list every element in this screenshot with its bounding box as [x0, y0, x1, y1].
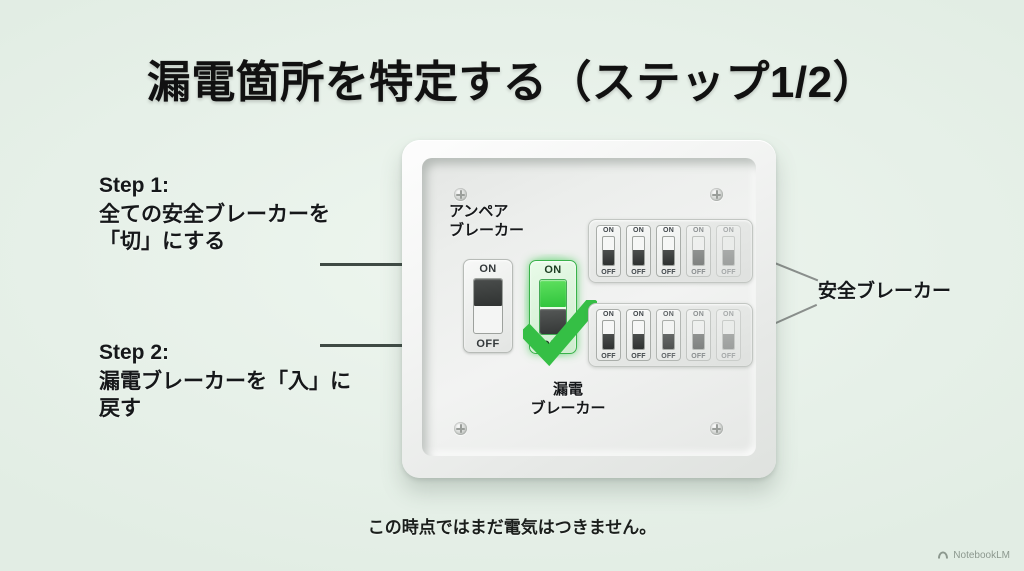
safety-breaker-switch-bottom-4[interactable]: ON OFF: [686, 309, 711, 361]
leakage-breaker-label-line1: 漏電: [552, 381, 583, 398]
safety-breaker-on-label: ON: [723, 311, 734, 318]
screw-icon-top-right: [710, 188, 723, 201]
safety-breaker-track: [632, 320, 645, 350]
safety-breaker-off-label: OFF: [721, 353, 736, 360]
safety-breaker-on-label: ON: [663, 311, 674, 318]
leakage-breaker-label: 漏電 ブレーカー: [509, 381, 627, 419]
safety-breaker-switch-bottom-3[interactable]: ON OFF: [656, 309, 681, 361]
safety-breaker-bank-bottom: ON OFF ON OFF ON OFF ON OFF ON OFF: [588, 303, 753, 367]
screw-icon-bottom-left: [454, 422, 467, 435]
safety-breaker-track: [662, 236, 675, 266]
step-1-text-block: Step 1: 全ての安全ブレーカーを「切」にする: [99, 172, 369, 256]
ampere-breaker-track: [473, 278, 503, 334]
safety-breaker-switch-top-5[interactable]: ON OFF: [716, 225, 741, 277]
ampere-breaker-label-line1: アンペア: [449, 203, 509, 220]
safety-breaker-toggle[interactable]: [633, 250, 644, 265]
safety-breaker-on-label: ON: [603, 227, 614, 234]
leakage-breaker-toggle[interactable]: [540, 280, 566, 307]
safety-breaker-on-label: ON: [723, 227, 734, 234]
safety-breaker-on-label: ON: [663, 227, 674, 234]
safety-breaker-off-label: OFF: [631, 269, 646, 276]
safety-breaker-switch-top-2[interactable]: ON OFF: [626, 225, 651, 277]
safety-breaker-on-label: ON: [633, 227, 644, 234]
safety-breaker-track: [602, 236, 615, 266]
step-1-kicker: Step 1:: [99, 174, 170, 197]
safety-breaker-toggle[interactable]: [723, 250, 734, 265]
step-2-body: 漏電ブレーカーを「入」に戻す: [99, 369, 351, 421]
safety-breaker-track: [632, 236, 645, 266]
ampere-breaker-on-label: ON: [479, 263, 497, 275]
safety-breaker-track: [722, 320, 735, 350]
safety-breaker-off-label: OFF: [661, 353, 676, 360]
safety-breaker-track: [722, 236, 735, 266]
safety-breaker-off-label: OFF: [631, 353, 646, 360]
safety-breaker-off-label: OFF: [691, 353, 706, 360]
safety-breaker-off-label: OFF: [601, 353, 616, 360]
safety-breaker-toggle[interactable]: [603, 334, 614, 349]
safety-breaker-toggle[interactable]: [633, 334, 644, 349]
safety-breaker-bank-top: ON OFF ON OFF ON OFF ON OFF ON OFF: [588, 219, 753, 283]
safety-breaker-toggle[interactable]: [693, 250, 704, 265]
safety-breaker-on-label: ON: [693, 311, 704, 318]
notebooklm-logo-icon: [938, 551, 949, 559]
safety-breaker-switch-top-3[interactable]: ON OFF: [656, 225, 681, 277]
step-1-body: 全ての安全ブレーカーを「切」にする: [99, 202, 330, 254]
leakage-breaker-track: [539, 279, 567, 335]
bottom-caption: この時点ではまだ電気はつきません。: [367, 518, 657, 537]
check-mark-icon: [523, 300, 597, 367]
safety-breaker-switch-bottom-5[interactable]: ON OFF: [716, 309, 741, 361]
safety-breaker-switch-bottom-1[interactable]: ON OFF: [596, 309, 621, 361]
ampere-breaker-label-line2: ブレーカー: [449, 221, 525, 239]
safety-breaker-switch-top-4[interactable]: ON OFF: [686, 225, 711, 277]
safety-breaker-track: [692, 320, 705, 350]
safety-breaker-off-label: OFF: [601, 269, 616, 276]
screw-icon-top-left: [454, 188, 467, 201]
safety-breaker-label: 安全ブレーカー: [818, 281, 952, 302]
safety-breaker-on-label: ON: [603, 311, 614, 318]
safety-breaker-track: [662, 320, 675, 350]
page-title: 漏電箇所を特定する（ステップ1/2）: [146, 58, 878, 107]
ampere-breaker-switch[interactable]: ON OFF: [463, 259, 513, 353]
safety-breaker-off-label: OFF: [691, 269, 706, 276]
safety-breaker-track: [692, 236, 705, 266]
safety-breaker-toggle[interactable]: [723, 334, 734, 349]
safety-breaker-toggle[interactable]: [663, 334, 674, 349]
safety-breaker-off-label: OFF: [721, 269, 736, 276]
notebooklm-watermark-text: NotebookLM: [953, 549, 1010, 561]
safety-breaker-toggle[interactable]: [663, 250, 674, 265]
safety-breaker-switch-bottom-2[interactable]: ON OFF: [626, 309, 651, 361]
ampere-breaker-label: アンペア ブレーカー: [449, 203, 553, 241]
leakage-breaker-on-label: ON: [544, 264, 562, 276]
safety-breaker-switch-top-1[interactable]: ON OFF: [596, 225, 621, 277]
safety-breaker-on-label: ON: [633, 311, 644, 318]
leakage-breaker-label-line2: ブレーカー: [530, 399, 606, 417]
safety-breaker-track: [602, 320, 615, 350]
notebooklm-watermark: NotebookLM: [937, 549, 1010, 561]
ampere-breaker-toggle[interactable]: [474, 279, 502, 306]
safety-breaker-on-label: ON: [693, 227, 704, 234]
step-2-text-block: Step 2: 漏電ブレーカーを「入」に戻す: [99, 339, 369, 423]
safety-breaker-toggle[interactable]: [693, 334, 704, 349]
ampere-breaker-off-label: OFF: [476, 338, 500, 350]
step-2-kicker: Step 2:: [99, 341, 170, 364]
safety-breaker-off-label: OFF: [661, 269, 676, 276]
safety-breaker-toggle[interactable]: [603, 250, 614, 265]
screw-icon-bottom-right: [710, 422, 723, 435]
